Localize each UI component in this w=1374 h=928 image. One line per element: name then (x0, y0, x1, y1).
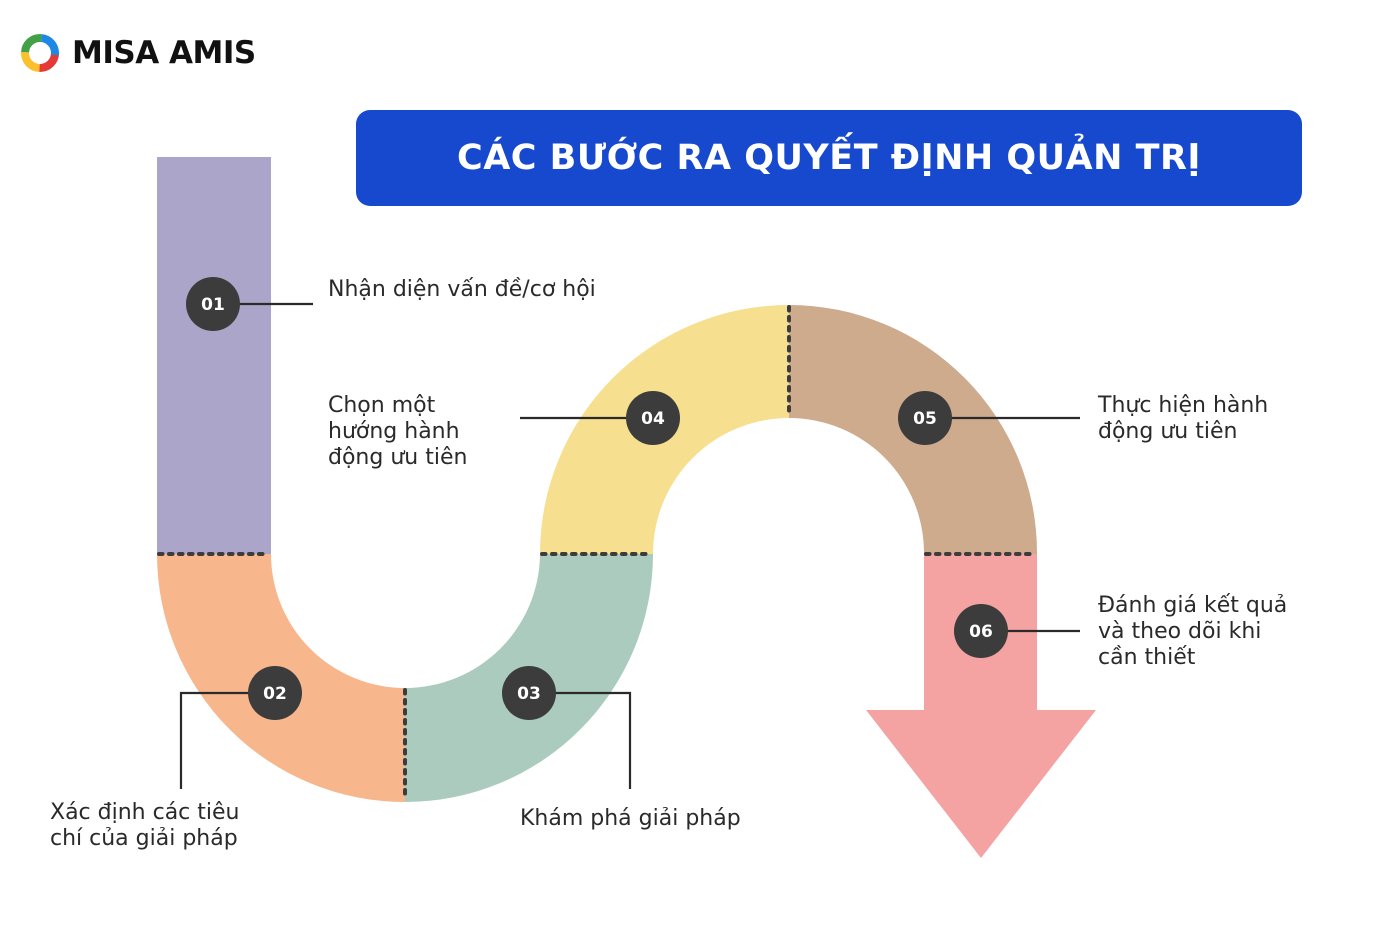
step-01-badge: 01 (186, 277, 240, 331)
page-title: CÁC BƯỚC RA QUYẾT ĐỊNH QUẢN TRỊ (457, 138, 1201, 178)
step-02-label: Xác định các tiêu chí của giải pháp (50, 800, 239, 852)
brand-logo: MISA AMIS (18, 30, 256, 76)
step-03-badge: 03 (502, 666, 556, 720)
step-06-number: 06 (969, 622, 993, 642)
step-03-label: Khám phá giải pháp (520, 806, 741, 832)
step-06-badge: 06 (954, 604, 1008, 658)
step-03-text: Khám phá giải pháp (520, 806, 741, 831)
step-05-text: Thực hiện hành động ưu tiên (1098, 393, 1269, 444)
connector-03 (529, 691, 632, 789)
step-06-text: Đánh giá kết quả và theo dõi khi cần thi… (1098, 593, 1288, 670)
step-02-number: 02 (263, 684, 287, 704)
step-05-label: Thực hiện hành động ưu tiên (1098, 393, 1268, 445)
step-01-label: Nhận diện vấn đề/cơ hội (328, 277, 596, 303)
step-01-segment (157, 157, 271, 554)
step-03-number: 03 (517, 684, 541, 704)
step-01-text: Nhận diện vấn đề/cơ hội (328, 277, 596, 302)
step-04-label: Chọn một hướng hành động ưu tiên (328, 393, 467, 471)
step-05-number: 05 (913, 409, 937, 429)
step-02-badge: 02 (248, 666, 302, 720)
step-05-badge: 05 (898, 391, 952, 445)
step-04-badge: 04 (626, 391, 680, 445)
step-04-text: Chọn một hướng hành động ưu tiên (328, 393, 468, 470)
step-02-text: Xác định các tiêu chí của giải pháp (50, 800, 240, 851)
brand-name: MISA AMIS (72, 35, 256, 71)
title-banner: CÁC BƯỚC RA QUYẾT ĐỊNH QUẢN TRỊ (356, 110, 1302, 206)
step-01-number: 01 (201, 295, 225, 315)
connector-02 (179, 691, 275, 789)
step-06-label: Đánh giá kết quả và theo dõi khi cần thi… (1098, 593, 1287, 671)
step-04-number: 04 (641, 409, 665, 429)
step-06-arrow (866, 554, 1096, 858)
misa-amis-logo-icon (21, 34, 59, 72)
